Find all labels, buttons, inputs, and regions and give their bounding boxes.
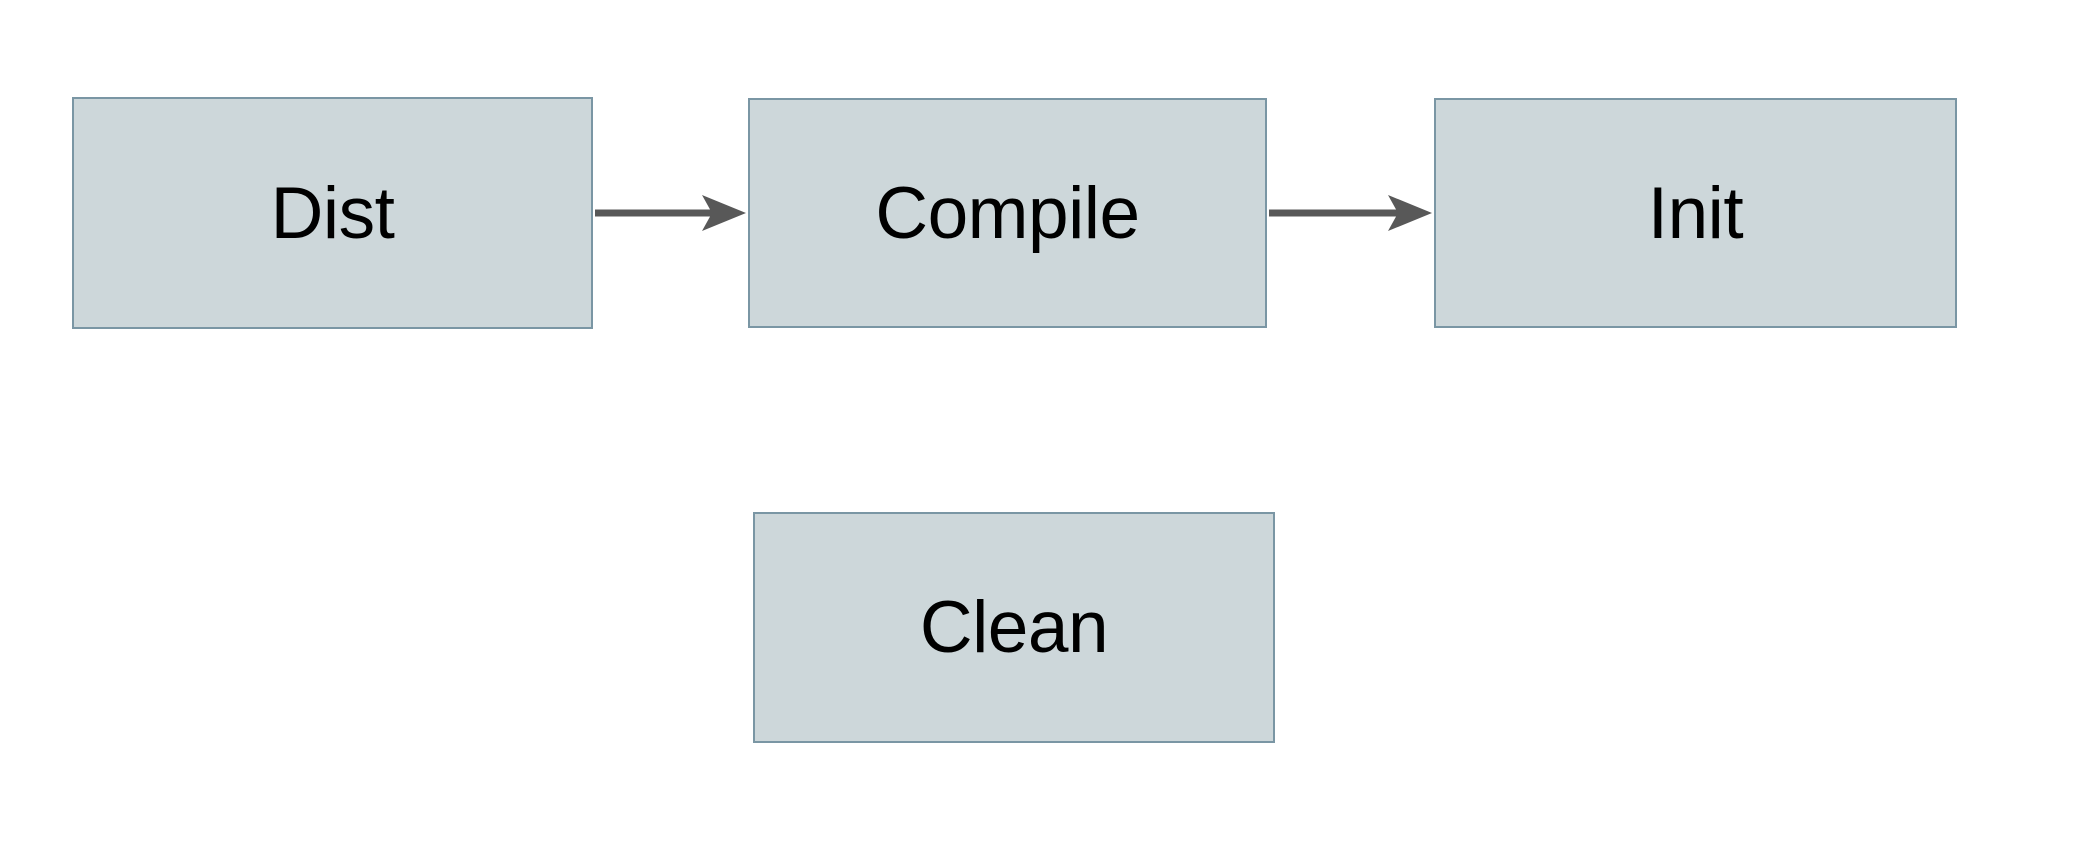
- edge-dist-to-compile[interactable]: [595, 195, 746, 231]
- node-label-compile: Compile: [875, 172, 1140, 254]
- node-label-clean: Clean: [919, 587, 1109, 668]
- arrowhead-icon-dist-to-compile: [702, 195, 746, 231]
- edge-compile-to-init[interactable]: [1269, 195, 1432, 231]
- node-clean[interactable]: Clean: [753, 512, 1275, 743]
- node-dist[interactable]: Dist: [72, 97, 593, 329]
- arrowhead-icon-compile-to-init: [1388, 195, 1432, 231]
- node-init[interactable]: Init: [1434, 98, 1957, 328]
- node-label-init: Init: [1647, 172, 1744, 254]
- node-compile[interactable]: Compile: [748, 98, 1267, 328]
- node-label-dist: Dist: [270, 172, 395, 254]
